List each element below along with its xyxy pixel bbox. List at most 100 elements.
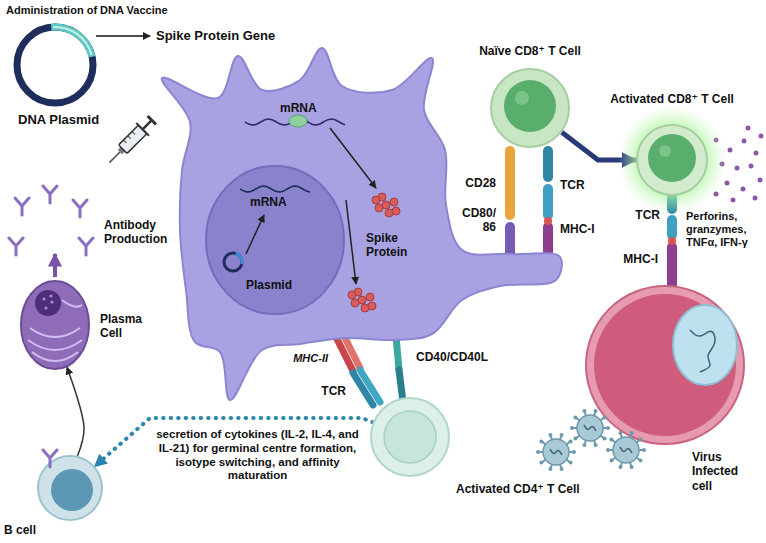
cell-outline bbox=[51, 469, 93, 511]
virus-icon bbox=[606, 426, 610, 430]
cell-outline bbox=[366, 293, 374, 301]
receptor-label: CD28 bbox=[438, 176, 496, 190]
cell-outline bbox=[371, 398, 449, 476]
cell-outline bbox=[62, 300, 82, 307]
cytokine-dots bbox=[759, 134, 764, 139]
diagram-title: Administration of DNA Vaccine bbox=[6, 4, 246, 17]
cell-outline bbox=[636, 124, 708, 196]
virus-icon bbox=[606, 431, 646, 469]
nucleus: mRNA Plasmid bbox=[205, 165, 345, 315]
syringe-icon bbox=[143, 120, 152, 129]
connector-arrow bbox=[67, 367, 84, 456]
virus-icon bbox=[609, 459, 613, 463]
dna-plasmid: DNA Plasmid bbox=[12, 22, 98, 108]
virus-icon bbox=[539, 439, 543, 443]
virus-icon bbox=[606, 448, 610, 452]
virus-icon bbox=[536, 433, 576, 471]
cell-outline bbox=[368, 302, 376, 310]
receptor-pair bbox=[667, 215, 677, 240]
activated-cd4-t-cell: Activated CD4⁺ T Cell bbox=[370, 397, 450, 477]
cell-outline bbox=[648, 134, 696, 182]
cell-outline bbox=[330, 128, 376, 188]
cytokine-dots bbox=[754, 151, 759, 156]
cell-outline bbox=[20, 280, 90, 370]
plasmid-label: Plasmid bbox=[246, 278, 302, 292]
activated-cd8-t-cell: Activated CD8⁺ T Cell bbox=[636, 124, 708, 196]
cell-outline bbox=[585, 285, 745, 445]
cell-label: Plasma Cell bbox=[100, 312, 154, 341]
receptor-label: CD40/CD40L bbox=[416, 350, 512, 364]
virus-icon bbox=[570, 409, 610, 447]
virus-icon bbox=[630, 431, 634, 435]
virus-icon bbox=[550, 449, 562, 455]
virus-icon bbox=[573, 437, 577, 441]
cell-outline bbox=[205, 165, 345, 315]
cytokine-dots bbox=[728, 148, 733, 153]
cytokine-dots bbox=[746, 126, 751, 131]
cytokine-dots bbox=[731, 198, 736, 203]
mrna-label: mRNA bbox=[250, 195, 294, 209]
cell-outline bbox=[235, 252, 243, 264]
virus-icon bbox=[577, 415, 603, 441]
cell-outline bbox=[50, 300, 53, 303]
receptor-label: MHC-I bbox=[604, 252, 658, 266]
syringe-icon bbox=[124, 140, 127, 143]
virus-icon bbox=[560, 467, 564, 471]
cell-outline bbox=[44, 306, 47, 309]
virus-icon bbox=[603, 415, 607, 419]
antibody-icon bbox=[43, 186, 57, 203]
receptor-label: TCR bbox=[308, 384, 346, 398]
syringe-icon bbox=[103, 114, 158, 169]
cell-outline bbox=[375, 204, 383, 212]
cell-label: B cell bbox=[4, 523, 54, 537]
naive-cd8-t-cell: Naïve CD8⁺ T Cell bbox=[490, 68, 570, 148]
cytokine-dots bbox=[758, 178, 763, 183]
cell-outline bbox=[673, 305, 737, 385]
cell-outline bbox=[42, 297, 45, 300]
receptor-label: MHC-II bbox=[272, 352, 328, 365]
cell-outline bbox=[348, 291, 356, 299]
cell-outline bbox=[384, 411, 436, 463]
cell-outline bbox=[206, 166, 344, 314]
virus-icon bbox=[569, 439, 573, 443]
virus-icon bbox=[609, 437, 613, 441]
receptor-pair bbox=[505, 146, 515, 220]
antibody-icon bbox=[15, 198, 29, 215]
cell-label: Activated CD8⁺ T Cell bbox=[590, 92, 754, 106]
syringe-icon bbox=[132, 132, 135, 135]
plasma-cell: Plasma Cell bbox=[20, 280, 90, 370]
cytokine-dots bbox=[742, 139, 747, 144]
cell-outline bbox=[372, 196, 380, 204]
cell-outline bbox=[659, 145, 671, 157]
virus-icon bbox=[594, 409, 598, 413]
virus-icon bbox=[582, 409, 586, 413]
cell-outline bbox=[12, 22, 98, 108]
cell-outline bbox=[351, 299, 359, 307]
effector-molecules-label: Perforins, granzymes, TNFα, IFN-γ bbox=[686, 210, 764, 250]
virus-icon bbox=[603, 437, 607, 441]
cell-outline bbox=[38, 456, 102, 520]
virus-icon bbox=[618, 431, 622, 435]
cell-outline bbox=[390, 198, 398, 206]
virus-icon bbox=[570, 426, 574, 430]
cell-outline bbox=[246, 215, 264, 254]
cell-outline bbox=[346, 200, 356, 284]
cell-outline bbox=[43, 450, 57, 467]
receptor-pair bbox=[543, 146, 553, 182]
gene-pointer bbox=[96, 35, 150, 37]
virus-icon bbox=[630, 465, 634, 469]
syringe-icon bbox=[148, 116, 156, 124]
receptor-pair bbox=[543, 184, 553, 220]
cell-label: Virus Infected cell bbox=[692, 450, 754, 493]
cell-outline bbox=[32, 352, 78, 361]
receptor-pair bbox=[668, 237, 676, 245]
receptor-label: TCR bbox=[560, 178, 600, 192]
cell-outline bbox=[240, 186, 310, 192]
receptor-pair bbox=[505, 146, 553, 260]
virus-icon bbox=[548, 433, 552, 437]
virus-icon bbox=[569, 461, 573, 465]
virus-icon bbox=[582, 443, 586, 447]
cell-outline bbox=[51, 23, 96, 57]
cell-outline bbox=[491, 69, 569, 147]
process-label: Antibody Production bbox=[104, 218, 182, 247]
